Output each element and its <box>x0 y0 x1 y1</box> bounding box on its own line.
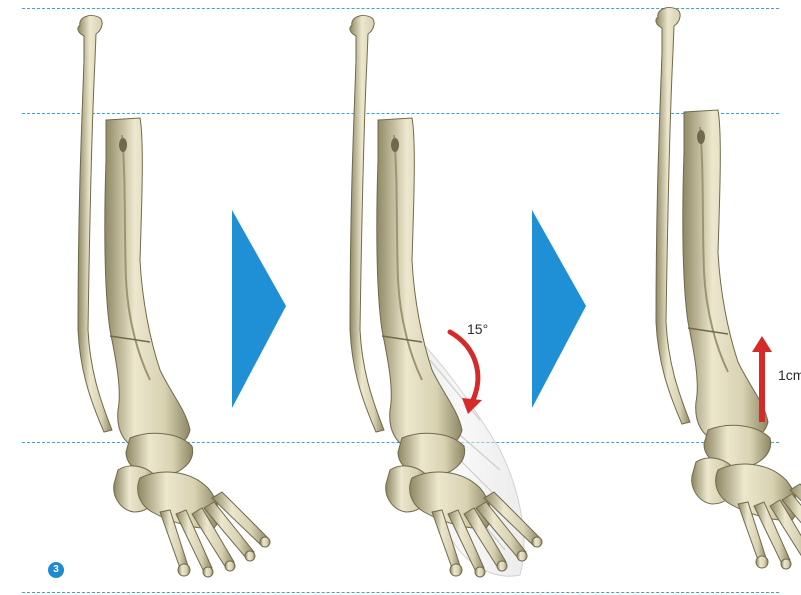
leg-stage-3 <box>656 8 801 569</box>
lift-distance-label: 1cm <box>778 368 801 382</box>
rotation-angle-label: 15° <box>467 322 488 336</box>
step-arrow-2 <box>532 210 586 408</box>
step-arrow-1 <box>232 210 286 408</box>
figure-number-badge: 3 <box>48 562 64 578</box>
